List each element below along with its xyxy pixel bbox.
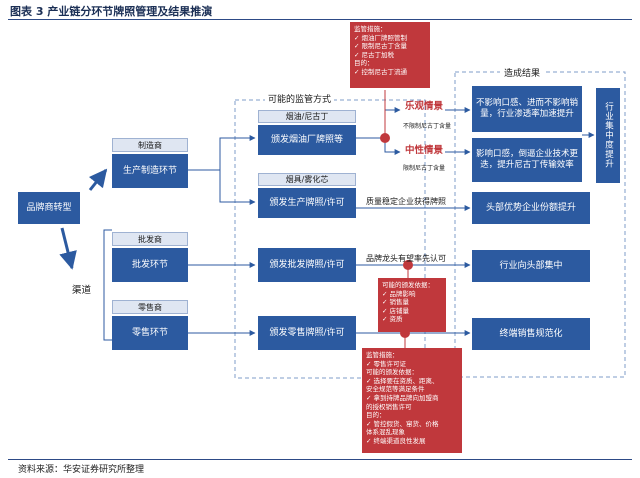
measure-line: ✓ 拿到持牌品牌向加盟商 — [366, 393, 439, 402]
neutral-scenario: 中性情景 — [405, 145, 444, 156]
mfg-header: 制造商 — [112, 138, 188, 152]
results-title: 造成结果 — [500, 66, 545, 79]
measure-line: ✓ 烟油厂牌照管制 — [354, 33, 408, 42]
basis-line: 可能的颁发依据： — [382, 281, 434, 289]
mfg-box: 生产制造环节 — [112, 154, 188, 188]
wholesale-box: 批发环节 — [112, 248, 188, 282]
optimistic-scenario: 乐观情景 — [405, 101, 444, 112]
bottom-rule — [8, 459, 632, 460]
measure-line: ✓ 管控假货、窜货、价格 — [366, 419, 439, 428]
channel-label: 渠道 — [72, 285, 92, 296]
measure-line: ✓ 终端渠道良性发展 — [366, 436, 426, 445]
retail-header: 零售商 — [112, 300, 188, 314]
tobacco-license-box: 颁发烟油厂牌照等 — [258, 125, 356, 155]
wholesale-header: 批发商 — [112, 232, 188, 246]
measure-line: 目的： — [354, 59, 374, 68]
measure-line: ✓ 限制尼古丁含量 — [354, 42, 408, 51]
wholesale-basis-box: 可能的颁发依据： ✓ 品牌影响 ✓ 销售量 ✓ 店铺量 ✓ 资质 — [378, 278, 446, 332]
concentration-box: 行业集中度提升 — [596, 88, 620, 183]
device-license-box: 颁发生产牌照/许可 — [258, 188, 356, 218]
result-optimistic: 不影响口感、进而不影响销量，行业渗透率加速提升 — [472, 86, 582, 132]
retail-measures-box: 监管措施： ✓ 零售许可证 可能的颁发依据： ✓ 选择要在资质、距离、 安全规范… — [362, 348, 462, 453]
retail-license-box: 颁发零售牌照/许可 — [258, 316, 356, 350]
brand-first-label: 品牌龙头有望率先认可 — [366, 254, 446, 263]
measure-line: 目的： — [366, 411, 386, 420]
tobacco-measures-box: 监管措施： ✓ 烟油厂牌照管制 ✓ 限制尼古丁含量 ✓ 尼古丁加税 目的： ✓ … — [350, 22, 430, 88]
basis-line: ✓ 品牌影响 — [382, 289, 416, 298]
wholesale-license-box: 颁发批发牌照/许可 — [258, 248, 356, 282]
result-retail-standard: 终端销售规范化 — [472, 318, 590, 350]
measure-line: 监管措施： — [354, 25, 387, 33]
measure-line: ✓ 零售许可证 — [366, 359, 407, 368]
top-rule — [8, 19, 632, 20]
measure-line: 体系混乱现象 — [366, 428, 405, 437]
neutral-note: 限制尼古丁含量 — [403, 165, 446, 172]
supervision-title: 可能的监管方式 — [265, 92, 335, 105]
measure-line: 监管措施： — [366, 351, 399, 359]
measure-line: 可能的颁发依据： — [366, 368, 418, 377]
tobacco-header: 烟油/尼古丁 — [258, 110, 356, 123]
optimistic-note: 不限制尼古丁含量 — [403, 123, 452, 130]
brand-transform-box: 品牌商转型 — [18, 192, 80, 224]
result-head-share: 头部优势企业份额提升 — [472, 192, 590, 224]
basis-line: ✓ 店铺量 — [382, 306, 410, 315]
retail-box: 零售环节 — [112, 316, 188, 350]
measure-line: ✓ 控制尼古丁流通 — [354, 67, 408, 76]
basis-line: ✓ 销售量 — [382, 298, 410, 307]
figure-title: 图表 3 产业链分环节牌照管理及结果推演 — [10, 5, 213, 18]
result-head-concentration: 行业向头部集中 — [472, 250, 590, 282]
result-neutral: 影响口感，倒逼企业技术更迭，提升尼古丁传输效率 — [472, 138, 582, 182]
device-header: 烟具/雾化芯 — [258, 173, 356, 186]
measure-line: 的授权销售许可 — [366, 402, 412, 411]
measure-line: ✓ 尼古丁加税 — [354, 50, 395, 59]
measure-line: 安全规范等满足条件 — [366, 385, 425, 394]
measure-line: ✓ 选择要在资质、距离、 — [366, 376, 439, 385]
quality-label: 质量稳定企业获得牌照 — [366, 197, 446, 206]
source-note: 资料来源：华安证券研究所整理 — [18, 465, 145, 475]
basis-line: ✓ 资质 — [382, 315, 403, 324]
